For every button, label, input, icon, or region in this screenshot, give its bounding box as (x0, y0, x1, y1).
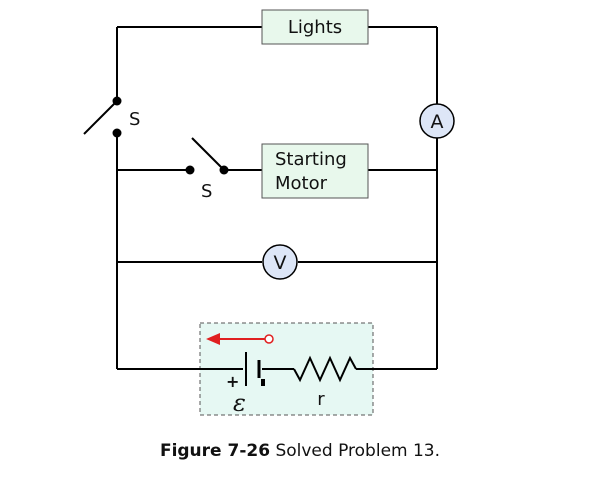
internal-resistor (293, 355, 357, 383)
ammeter (419, 103, 455, 139)
lights-label: Lights (288, 17, 342, 38)
internal-resistance-label: r (317, 389, 325, 410)
switch-top-terminal-lower (112, 128, 122, 138)
voltmeter (262, 244, 298, 280)
switch-top-blade (83, 100, 118, 135)
ammeter-label: A (431, 111, 444, 133)
figure-caption: Figure 7-26 Solved Problem 13. (0, 441, 600, 461)
switch-top-label: S (129, 109, 140, 130)
figure-caption-text: Solved Problem 13. (275, 441, 441, 461)
battery-plus-label: + (226, 372, 239, 391)
starting-motor-label-line2: Motor (275, 173, 328, 194)
switch-middle-terminal-left (185, 165, 195, 175)
current-arrow-head (206, 333, 220, 345)
switch-middle-label: S (201, 181, 212, 202)
emf-symbol: ε (233, 389, 246, 417)
battery-minus-mark (261, 379, 265, 386)
lights-box (261, 9, 369, 45)
switch-middle-blade (191, 137, 225, 171)
starting-motor-label-line1: Starting (275, 149, 347, 170)
starting-motor-box (261, 143, 369, 199)
current-arrow-tail (264, 334, 274, 344)
figure-label: Figure 7-26 (159, 441, 271, 461)
voltmeter-label: V (274, 252, 287, 274)
